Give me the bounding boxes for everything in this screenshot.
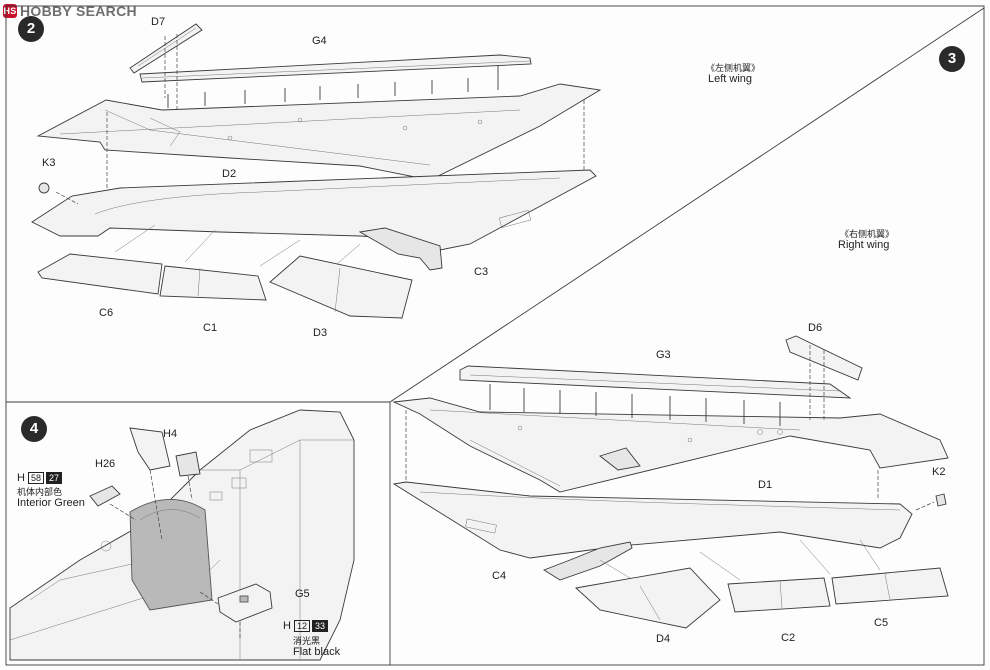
left-wing-caption-cn: 《左侧机翼》 xyxy=(706,63,761,73)
sheet-border xyxy=(5,5,985,666)
hobby-search-logo-icon: HS xyxy=(3,4,17,18)
part-label-c6: C6 xyxy=(99,307,114,319)
part-k2-shape xyxy=(935,493,947,507)
part-label-g5: G5 xyxy=(295,588,310,600)
part-label-k3: K3 xyxy=(42,157,56,169)
paint-callout-flat-black-code: H 12 33 xyxy=(283,620,329,632)
cockpit-bulkhead-shape xyxy=(129,499,213,611)
paint-code-box: 58 xyxy=(27,472,44,484)
part-label-g4: G4 xyxy=(312,35,327,47)
part-h26-shape xyxy=(89,485,121,507)
part-label-c3: C3 xyxy=(474,266,489,278)
part-label-d4: D4 xyxy=(656,633,671,645)
fuselage-assembly xyxy=(9,409,355,661)
divider-diagonal xyxy=(389,7,985,403)
part-label-k2: K2 xyxy=(932,466,946,478)
part-label-d2: D2 xyxy=(222,168,237,180)
part-d7-shape xyxy=(129,23,203,74)
part-c2-shape xyxy=(727,577,831,613)
right-wing-assembly xyxy=(392,335,949,629)
part-label-g3: G3 xyxy=(656,349,671,361)
step-2-marker: 2 xyxy=(18,16,44,42)
step-3-marker: 3 xyxy=(939,46,965,72)
part-d2-shape xyxy=(36,83,602,181)
left-wing-caption-en: Left wing xyxy=(708,73,753,85)
part-c3-tab xyxy=(358,227,443,271)
paint-flat-black-cn: 消光黑 xyxy=(293,636,321,646)
paint-code-box-dark: 27 xyxy=(45,472,62,484)
part-k3-shape xyxy=(38,182,50,194)
watermark-text: HOBBY SEARCH xyxy=(20,3,137,19)
part-label-d3: D3 xyxy=(313,327,328,339)
right-wing-caption-cn: 《右侧机翼》 xyxy=(840,229,895,239)
part-label-c5: C5 xyxy=(874,617,889,629)
part-c4-shape xyxy=(392,481,913,559)
left-wing-assembly xyxy=(31,23,602,319)
part-label-d6: D6 xyxy=(808,322,823,334)
part-label-c2: C2 xyxy=(781,632,796,644)
paint-interior-cn: 机体内部色 xyxy=(17,487,63,497)
part-d4-shape xyxy=(575,567,721,629)
part-c6-shape xyxy=(37,253,163,295)
part-label-d7: D7 xyxy=(151,16,166,28)
paint-flat-black-en: Flat black xyxy=(293,646,341,658)
paint-letter: H xyxy=(283,620,291,632)
part-g4-shape xyxy=(139,54,532,83)
paint-interior-en: Interior Green xyxy=(17,497,85,509)
part-c1-shape xyxy=(159,265,267,301)
paint-callout-interior-code: H 58 27 xyxy=(17,472,63,484)
part-label-h26: H26 xyxy=(95,458,116,470)
part-label-c4: C4 xyxy=(492,570,507,582)
part-label-d1: D1 xyxy=(758,479,773,491)
part-label-h4: H4 xyxy=(163,428,178,440)
paint-code-box: 12 xyxy=(293,620,310,632)
part-c5-shape xyxy=(831,567,949,605)
part-g5-shape xyxy=(217,583,273,623)
step-4-marker: 4 xyxy=(21,416,47,442)
part-d1-shape xyxy=(392,397,949,493)
part-d3-shape xyxy=(269,255,413,319)
part-label-c1: C1 xyxy=(203,322,218,334)
paint-letter: H xyxy=(17,472,25,484)
watermark: HS HOBBY SEARCH xyxy=(3,3,137,19)
part-h4-shape xyxy=(129,427,171,471)
part-c3-shape xyxy=(31,169,597,251)
paint-code-box-dark: 33 xyxy=(311,620,328,632)
right-wing-caption-en: Right wing xyxy=(838,239,890,251)
part-c4-tab xyxy=(542,541,633,581)
part-g3-shape xyxy=(459,365,852,399)
